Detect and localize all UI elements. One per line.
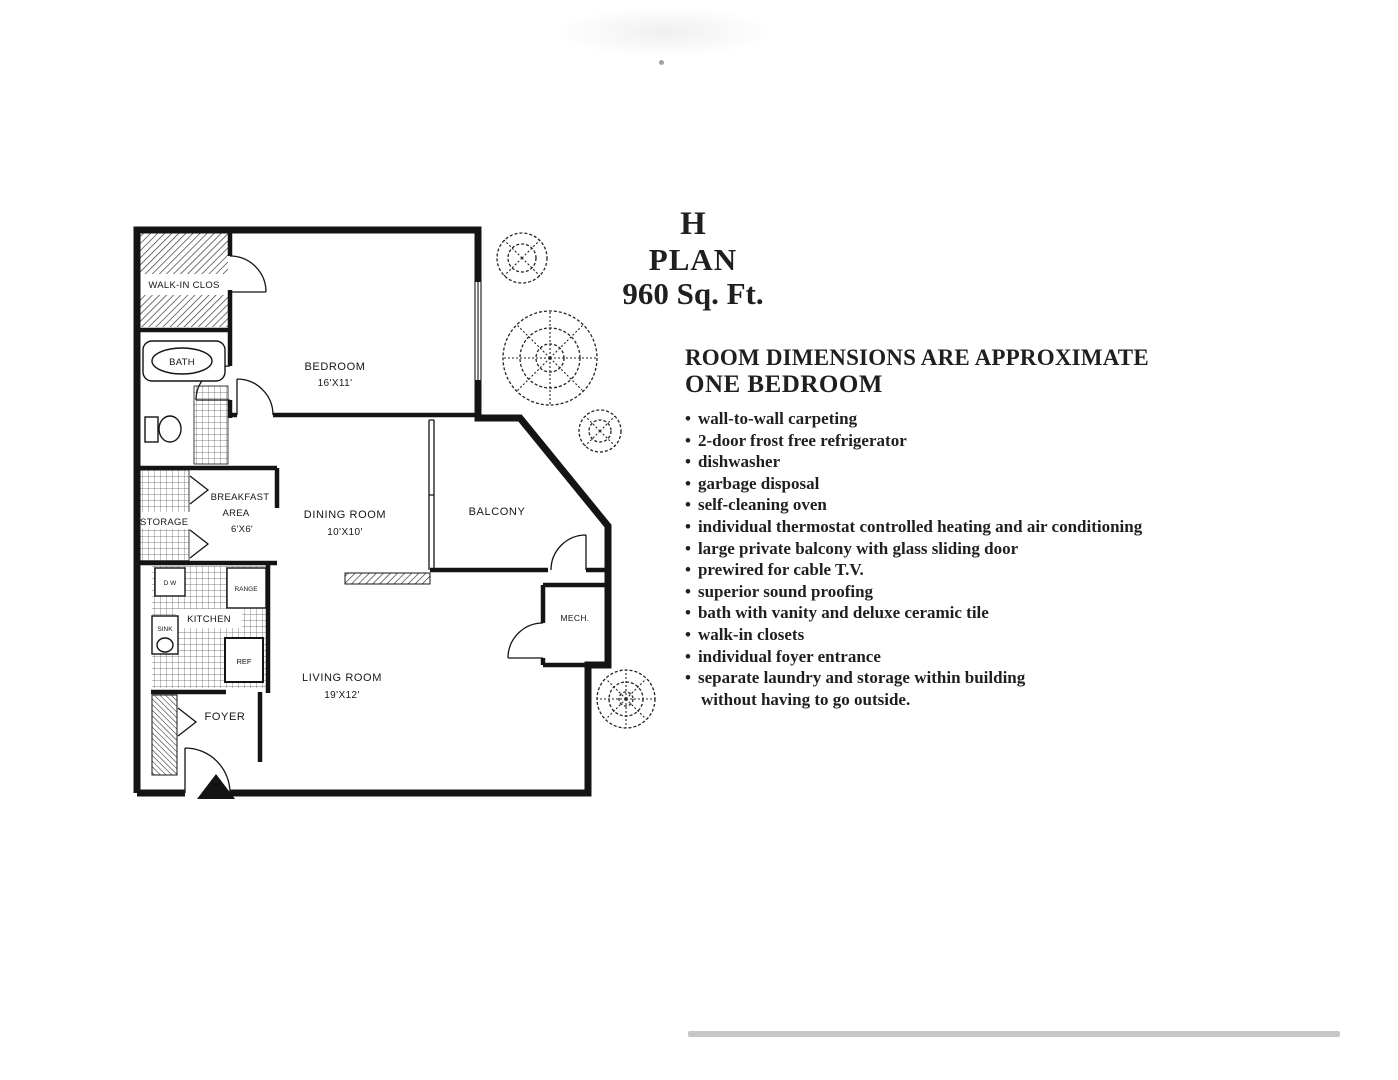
feature-text: 2-door frost free refrigerator: [697, 430, 907, 450]
feature-item: • walk-in closets: [685, 624, 1213, 646]
feature-text: prewired for cable T.V.: [697, 560, 864, 580]
plan-word: PLAN: [648, 242, 738, 277]
bedroom-window: [473, 282, 483, 380]
bullet-icon: •: [685, 516, 691, 536]
scan-artifact: [555, 6, 775, 58]
outer-walls: [133, 226, 612, 797]
entrance-arrow: [197, 774, 235, 799]
feature-text: garbage disposal: [697, 473, 820, 493]
scan-artifact: [688, 1031, 1340, 1037]
bullet-icon: •: [685, 581, 691, 601]
feature-item: • garbage disposal: [685, 473, 1213, 495]
feature-item: • individual thermostat controlled heatin…: [685, 516, 1213, 538]
mech-label: MECH.: [561, 613, 590, 623]
tree-icon: [496, 232, 548, 284]
dishwasher: [154, 567, 186, 597]
bullet-icon: •: [685, 452, 691, 472]
breakfast-label-1: BREAKFAST: [211, 492, 270, 503]
walk-in-closet-label: WALK-IN CLOS: [148, 280, 219, 291]
toilet: [144, 415, 182, 443]
bullet-icon: •: [685, 560, 691, 580]
balcony-label: BALCONY: [469, 506, 526, 518]
bedroom-dims: 16'X11': [318, 378, 353, 389]
tree-icon: [502, 310, 598, 406]
foyer-closet-door: [177, 707, 198, 737]
bullet-icon: •: [685, 409, 691, 428]
storage-bifold-doors: [189, 475, 210, 559]
bullet-icon: •: [685, 646, 691, 666]
dimensions-note: ROOM DIMENSIONS ARE APPROXIMATE: [685, 345, 1149, 370]
door-threshold-strip: [344, 572, 431, 585]
feature-text: large private balcony with glass sliding…: [697, 538, 1019, 558]
sink: [151, 615, 179, 655]
tree-icon: [578, 409, 622, 453]
foyer-label: FOYER: [205, 711, 246, 723]
feature-item: • dishwasher: [685, 451, 1213, 473]
feature-text: individual foyer entrance: [697, 646, 881, 666]
bathtub: [142, 340, 226, 382]
bullet-icon: •: [685, 668, 691, 688]
mech-door-arc: [507, 622, 544, 659]
plan-letter: H: [680, 206, 706, 242]
storage-area: [138, 469, 213, 562]
scan-artifact: [659, 60, 664, 65]
bedroom-door-arc: [236, 378, 274, 416]
walk-in-closet-area: [140, 233, 228, 327]
dining-room-label: DINING ROOM: [304, 509, 386, 521]
feature-item: • 2-door frost free refrigerator: [685, 430, 1213, 452]
feature-item: • individual foyer entrance: [685, 646, 1213, 668]
feature-text: wall-to-wall carpeting: [697, 409, 858, 428]
features-list: • wall-to-wall carpeting • 2-door frost fr…: [685, 408, 1213, 710]
refrigerator: [224, 637, 264, 683]
feature-item: • self-cleaning oven: [685, 494, 1213, 516]
bullet-icon: •: [685, 624, 691, 644]
bedroom-label: BEDROOM: [304, 361, 365, 373]
breakfast-dims: 6'X6': [231, 524, 253, 535]
feature-text: bath with vanity and deluxe ceramic tile: [697, 603, 989, 623]
floor-plan: WALK-IN CLOS BATH BEDROOM 16'X11' STORAG…: [130, 218, 675, 823]
closet-door-arc: [229, 255, 267, 293]
bath-label: BATH: [169, 357, 195, 368]
plan-title: H PLAN 960 Sq. Ft.: [593, 206, 793, 311]
feature-item: • large private balcony with glass slidin…: [685, 538, 1213, 560]
bullet-icon: •: [685, 430, 691, 450]
bath-tile-area: [193, 385, 229, 465]
storage-label: STORAGE: [140, 517, 188, 528]
feature-item: • separate laundry and storage within bui…: [685, 667, 1213, 710]
tree-icon: [596, 669, 656, 729]
dining-room-dims: 10'X10': [327, 527, 363, 538]
kitchen-label: KITCHEN: [187, 614, 231, 625]
feature-text: walk-in closets: [697, 624, 805, 644]
feature-text: dishwasher: [697, 452, 781, 472]
unit-type-heading: ONE BEDROOM: [685, 371, 883, 398]
living-room-label: LIVING ROOM: [302, 672, 382, 684]
feature-item: • wall-to-wall carpeting: [685, 408, 1213, 430]
refrigerator-label: REF: [237, 657, 252, 666]
range: [226, 567, 267, 609]
feature-item: • bath with vanity and deluxe ceramic til…: [685, 602, 1213, 624]
sink-label: SINK: [157, 626, 173, 633]
feature-text: individual thermostat controlled heating…: [697, 516, 1143, 536]
bullet-icon: •: [685, 495, 691, 515]
details-panel: ROOM DIMENSIONS ARE APPROXIMATE ONE BEDR…: [685, 344, 1213, 710]
bullet-icon: •: [685, 538, 691, 558]
interior-walls: [137, 230, 608, 762]
feature-text: superior sound proofing: [697, 581, 874, 601]
feature-text: separate laundry and storage within buil…: [697, 668, 1026, 709]
range-label: RANGE: [234, 586, 258, 593]
feature-item: • prewired for cable T.V.: [685, 559, 1213, 581]
dishwasher-label: D W: [164, 580, 178, 587]
floor-plan-drawing: WALK-IN CLOS BATH BEDROOM 16'X11' STORAG…: [133, 226, 656, 799]
sliding-glass-door: [428, 419, 435, 570]
bullet-icon: •: [685, 473, 691, 493]
balcony-door-arc: [550, 534, 587, 571]
entry-door-arc: [184, 747, 231, 794]
bullet-icon: •: [685, 603, 691, 623]
feature-text: self-cleaning oven: [697, 495, 827, 515]
feature-item: • superior sound proofing: [685, 581, 1213, 603]
foyer-closet: [151, 694, 178, 776]
breakfast-label-2: AREA: [222, 508, 249, 519]
plan-sqft: 960 Sq. Ft.: [622, 276, 764, 311]
living-room-dims: 19'X12': [324, 690, 360, 701]
